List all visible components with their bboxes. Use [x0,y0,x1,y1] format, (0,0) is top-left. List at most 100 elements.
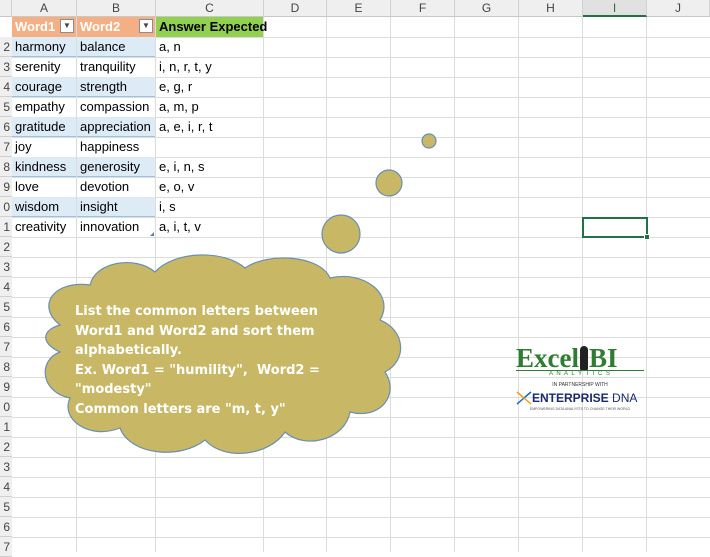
row-header[interactable]: 2 [0,437,12,457]
table-cell[interactable]: creativity [15,219,67,234]
table-cell[interactable]: appreciation [77,117,155,137]
table-cell[interactable]: love [15,179,39,194]
table-cell[interactable]: innovation [80,219,140,234]
table-cell[interactable]: serenity [15,59,61,74]
gridline [12,137,710,138]
filter-dropdown-icon[interactable]: ▼ [139,19,153,33]
table-cell[interactable]: strength [77,77,155,97]
table-cell[interactable]: kindness [12,157,76,177]
cloud-shape [44,254,402,454]
row-header[interactable]: 6 [0,117,12,137]
partner-logo: ENTERPRISE DNA [516,389,644,407]
bubble-dot-large [321,214,361,254]
gridline [12,237,710,238]
table-cell[interactable]: compassion [80,99,150,114]
table-cell[interactable]: balance [77,37,155,57]
row-header[interactable]: 4 [0,77,12,97]
gridline [12,197,710,198]
row-header[interactable]: 9 [0,177,12,197]
row-header[interactable]: 1 [0,417,12,437]
column-header-d[interactable]: D [264,0,327,17]
table-cell[interactable]: joy [15,139,32,154]
row-header[interactable]: 1 [0,217,12,237]
column-header-f[interactable]: F [391,0,455,17]
select-all-corner[interactable] [0,0,12,17]
gridline [12,437,710,438]
gridline [12,177,710,178]
header-label: Word2 [80,19,121,34]
table-cell[interactable]: a, n [159,39,181,54]
active-cell-selection[interactable] [582,217,648,238]
fill-handle[interactable] [644,234,650,240]
table-header-word2[interactable]: Word2 [77,17,155,37]
table-cell[interactable]: i, s [159,199,176,214]
column-header-g[interactable]: G [455,0,519,17]
logo-brand-suffix: BI [588,343,618,373]
bubble-dot-small [421,133,437,149]
table-cell[interactable]: insight [77,197,155,217]
row-header[interactable]: 9 [0,377,12,397]
column-header-c[interactable]: C [156,0,264,17]
row-header[interactable]: 3 [0,457,12,477]
row-header[interactable]: 0 [0,197,12,217]
table-cell[interactable]: a, i, t, v [159,219,201,234]
gridline [12,457,710,458]
row-header[interactable]: 3 [0,257,12,277]
gridline [12,497,710,498]
table-cell[interactable]: a, e, i, r, t [159,119,213,134]
partner-name-light: DNA [608,390,638,405]
gridline [646,17,647,552]
table-cell[interactable]: e, g, r [159,79,193,94]
row-header[interactable]: 4 [0,477,12,497]
column-header-a[interactable]: A [12,0,77,17]
table-cell[interactable]: wisdom [12,197,76,217]
bubble-dot-medium [375,169,403,197]
table-header-answer-expected[interactable]: Answer Expected [156,17,267,37]
gridline [12,77,710,78]
column-header-b[interactable]: B [77,0,156,17]
table-cell[interactable]: courage [12,77,76,97]
gridline [12,37,710,38]
row-header[interactable]: 4 [0,277,12,297]
gridline [12,417,710,418]
logo-brand: Excel BI [516,342,644,374]
table-cell[interactable]: a, m, p [159,99,199,114]
table-cell[interactable]: i, n, r, t, y [159,59,212,74]
table-cell[interactable]: gratitude [12,117,76,137]
callout-line: Common letters are "m, t, y" [75,401,286,417]
callout-text: List the common letters between Word1 an… [75,302,320,419]
row-header[interactable]: 8 [0,157,12,177]
row-header[interactable]: 7 [0,137,12,157]
table-cell[interactable]: harmony [12,37,76,57]
row-header[interactable]: 3 [0,57,12,77]
row-header[interactable]: 8 [0,357,12,377]
table-cell[interactable]: generosity [77,157,155,177]
table-cell[interactable]: tranquility [80,59,136,74]
row-header[interactable]: 5 [0,97,12,117]
table-cell[interactable]: e, i, n, s [159,159,205,174]
table-cell[interactable]: e, o, v [159,179,195,194]
row-header[interactable]: 6 [0,517,12,537]
column-header-e[interactable]: E [327,0,391,17]
table-cell[interactable]: happiness [80,139,140,154]
row-header[interactable]: 5 [0,497,12,517]
row-header[interactable]: 7 [0,337,12,357]
row-header[interactable]: 6 [0,317,12,337]
table-resize-handle[interactable] [150,232,154,236]
logo-partnership: IN PARTNERSHIP WITH [552,382,608,388]
partner-tagline: EMPOWERING DATA ANALYSTS TO CHANGE THEIR… [529,407,631,411]
row-header[interactable]: 5 [0,297,12,317]
logo-brand-text: Excel [516,343,579,373]
gridline [12,477,710,478]
row-header[interactable]: 2 [0,237,12,257]
table-cell[interactable]: devotion [80,179,130,194]
row-header[interactable]: 0 [0,397,12,417]
table-cell[interactable]: empathy [15,99,65,114]
row-header[interactable]: 2 [0,37,12,57]
gridline [12,217,710,218]
column-header-i[interactable]: I [583,0,647,17]
filter-dropdown-icon[interactable]: ▼ [60,19,74,33]
column-header-h[interactable]: H [519,0,583,17]
